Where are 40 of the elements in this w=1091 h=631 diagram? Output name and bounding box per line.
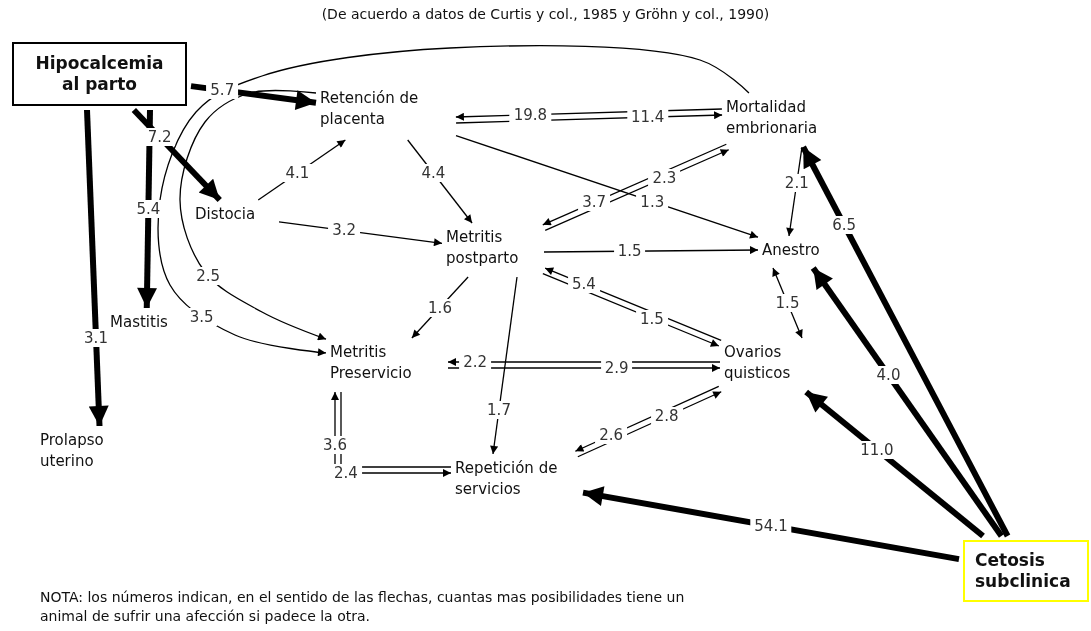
condition-box [12, 42, 187, 106]
node-label: Prolapso uterino [40, 430, 105, 472]
edge-label: 1.3 [636, 192, 669, 211]
thick-arrow [131, 107, 222, 203]
edge-label: 19.8 [509, 105, 552, 124]
node-label: Metritis postparto [446, 227, 520, 269]
node-label: Mortalidad embrionaria [726, 97, 819, 139]
node-label: Retención de placenta [320, 88, 420, 130]
arrow [179, 89, 327, 341]
edge-label: 2.3 [648, 168, 681, 187]
node-label: Distocia [195, 204, 257, 225]
footnote: NOTA: los números indican, en el sentido de las flechas, cuantas mas posibilidades tiene un animal de sufrir una afección si padece la otra. [40, 588, 686, 626]
edge-label: 2.6 [595, 426, 628, 444]
source-note: (De acuerdo a datos de Curtis y col., 1985 y Gröhn y col., 1990) [321, 6, 770, 22]
thick-arrow [800, 145, 1011, 538]
thick-arrow [582, 486, 960, 563]
edge-label: 2.2 [459, 353, 492, 371]
node-label: Repetición de servicios [455, 458, 559, 500]
thick-arrow [810, 266, 1004, 538]
node-label: Mastitis [110, 312, 169, 333]
arrow [157, 45, 750, 357]
edge-label: 4.1 [281, 164, 314, 182]
arrow [490, 276, 518, 455]
arrow [455, 134, 759, 239]
edge-label: 1.5 [636, 309, 668, 328]
condition-box [963, 540, 1089, 602]
edge-label: 3.7 [578, 193, 611, 212]
edge-label: 5.4 [567, 275, 600, 294]
edge-label: 2.8 [650, 407, 683, 426]
thick-arrow [137, 109, 158, 309]
node-label: Metritis Preservicio [330, 342, 413, 384]
edge-label: 54.1 [750, 516, 792, 535]
thick-arrow [84, 109, 109, 427]
thick-arrow [804, 389, 985, 539]
edge-label: 7.2 [143, 128, 176, 146]
node-label: Anestro [762, 240, 821, 261]
node-label: Cetosis subclinica [975, 550, 1072, 592]
edge-label: 5.7 [206, 81, 239, 100]
node-label: Hipocalcemia al parto [34, 53, 165, 95]
node-label: Ovarios quisticos [724, 342, 792, 384]
